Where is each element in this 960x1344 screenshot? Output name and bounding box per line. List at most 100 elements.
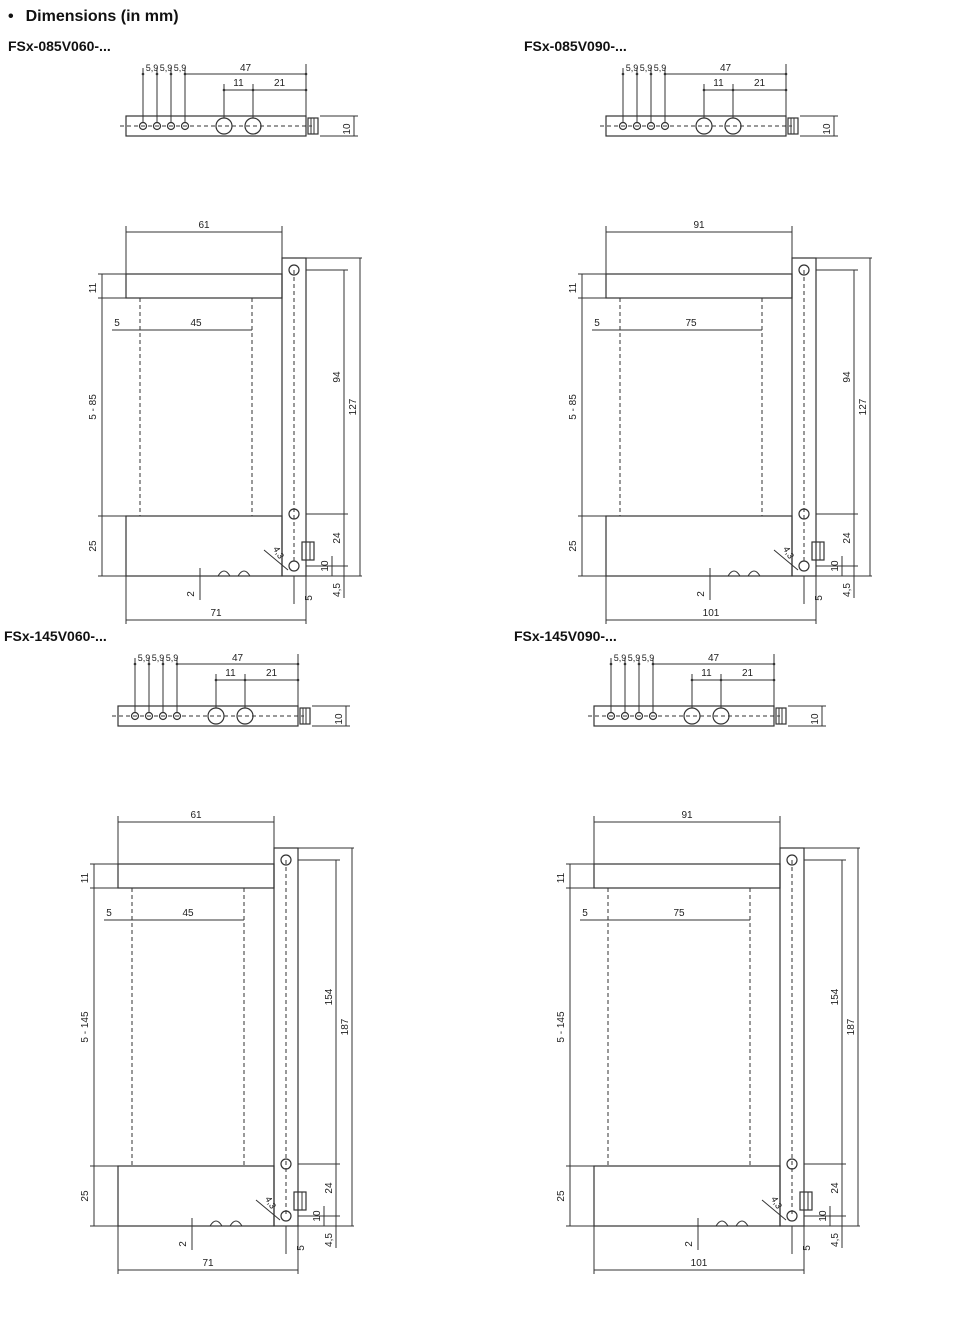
dim-base-label: 71	[210, 608, 222, 619]
side-view-upper-arm	[125, 273, 283, 299]
top-view-small-hole	[632, 121, 642, 131]
dim-47-label: 47	[720, 63, 732, 74]
side-view-mount-hole	[786, 1210, 798, 1222]
dim-10-label: 10	[342, 123, 353, 135]
side-view-cable-notch	[217, 570, 251, 577]
dimension-tick	[623, 662, 627, 666]
dim-47-label: 47	[240, 63, 252, 74]
side-view-mount-hole	[288, 264, 300, 276]
dimension-tick	[649, 72, 653, 76]
dimension-tick	[161, 662, 165, 666]
top-view-small-hole	[648, 711, 658, 721]
panel-title-085v090: FSx-085V090-...	[524, 38, 627, 54]
dim-25-label: 25	[80, 1190, 91, 1202]
dim-10-side-label: 10	[312, 1210, 323, 1222]
dim-2-label: 2	[696, 591, 707, 597]
top-view-connector	[775, 707, 787, 725]
dim-2-label: 2	[684, 1241, 695, 1247]
dim-10-side-label: 10	[830, 560, 841, 572]
dim-4-3-leader	[263, 549, 289, 571]
dim-24-label: 24	[332, 532, 343, 544]
dimension-tick	[147, 662, 151, 666]
side-view-mount-hole	[288, 508, 300, 520]
dim-94-label: 94	[842, 371, 853, 383]
dim-94-label: 154	[324, 988, 335, 1005]
side-view-mount-hole	[786, 854, 798, 866]
dim-127-label: 127	[348, 398, 359, 415]
dim-base-label: 101	[703, 608, 720, 619]
dimension-tick	[155, 72, 159, 76]
dim-25-label: 25	[88, 540, 99, 552]
dim-inner-width-label: 45	[190, 318, 202, 329]
side-view-lower-arm	[593, 1165, 781, 1227]
dimension-tick	[784, 88, 788, 92]
dim-21-label: 21	[754, 78, 766, 89]
dim-127-label: 127	[858, 398, 869, 415]
dim-pitch-label: 5,9	[146, 63, 159, 73]
dim-94-label: 94	[332, 371, 343, 383]
dimension-tick	[690, 678, 694, 682]
top-view-small-hole	[144, 711, 154, 721]
top-view-small-hole	[180, 121, 190, 131]
top-view-small-hole	[152, 121, 162, 131]
dim-width-outer-label: 91	[681, 810, 693, 821]
dimension-tick	[296, 678, 300, 682]
dim-127-label: 187	[340, 1018, 351, 1035]
dim-21-label: 21	[266, 668, 278, 679]
dimension-tick	[141, 72, 145, 76]
top-view-connector	[299, 707, 311, 725]
side-view-mount-hole	[798, 264, 810, 276]
dim-21-label: 21	[742, 668, 754, 679]
dim-11-side-label: 11	[556, 872, 567, 883]
side-view-cable-notch	[209, 1220, 243, 1227]
side-view-cable-notch	[715, 1220, 749, 1227]
side-view-mount-hole	[786, 1158, 798, 1170]
dim-range-label: 5 - 85	[88, 394, 99, 420]
panel-title-145v060: FSx-145V060-...	[4, 628, 107, 644]
side-view-connector	[293, 1191, 307, 1211]
dim-24-label: 24	[842, 532, 853, 544]
top-view-small-hole	[166, 121, 176, 131]
dimension-tick	[772, 678, 776, 682]
dim-94-label: 154	[830, 988, 841, 1005]
dim-2-label: 2	[178, 1241, 189, 1247]
top-view-small-hole	[138, 121, 148, 131]
top-view-small-hole	[660, 121, 670, 131]
dim-4-3-leader	[255, 1199, 281, 1221]
side-view-upper-arm	[117, 863, 275, 889]
dim-pitch-label: 5,9	[614, 653, 627, 663]
dim-pitch-label: 5,9	[160, 63, 173, 73]
dimension-tick	[304, 72, 308, 76]
heading-text: Dimensions (in mm)	[25, 8, 179, 25]
dim-offset-label: 5	[594, 318, 600, 329]
dim-inner-width-label: 45	[182, 908, 194, 919]
dim-25-label: 25	[556, 1190, 567, 1202]
side-view-mount-hole	[280, 854, 292, 866]
dimension-tick	[609, 662, 613, 666]
side-view-upper-arm	[593, 863, 781, 889]
section-heading: •Dimensions (in mm)	[8, 8, 179, 26]
side-view-lower-arm	[605, 515, 793, 577]
side-view-upper-arm	[605, 273, 793, 299]
side-view-mount-hole	[798, 560, 810, 572]
side-view-mount-hole	[798, 508, 810, 520]
dim-5-label: 5	[814, 595, 825, 601]
dim-4-5-label: 4,5	[332, 583, 343, 597]
dim-5-label: 5	[304, 595, 315, 601]
dim-base-label: 101	[691, 1258, 708, 1269]
dim-base-label: 71	[202, 1258, 214, 1269]
dimension-tick	[169, 72, 173, 76]
dim-24-label: 24	[324, 1182, 335, 1194]
dim-offset-label: 5	[106, 908, 112, 919]
side-view-lower-arm	[125, 515, 283, 577]
dim-4-5-label: 4,5	[324, 1233, 335, 1247]
dim-range-label: 5 - 145	[556, 1011, 567, 1043]
dim-21-label: 21	[274, 78, 286, 89]
dimension-tick	[635, 72, 639, 76]
top-view-small-hole	[634, 711, 644, 721]
dimension-tick	[214, 678, 218, 682]
dim-4-5-label: 4,5	[842, 583, 853, 597]
